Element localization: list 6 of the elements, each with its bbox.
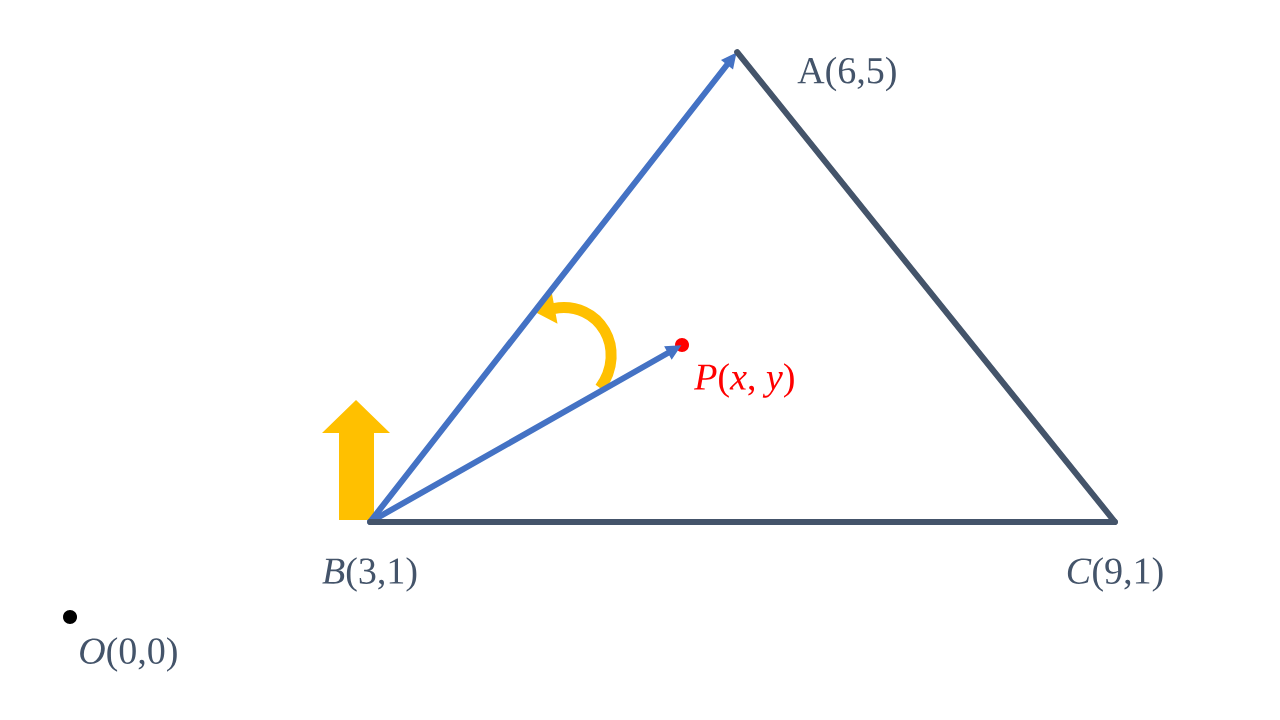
point-label: C(9,1) [1067, 557, 1163, 592]
point-label: B(3,1) [322, 557, 417, 592]
point-label: A(6,5) [797, 56, 896, 92]
point-label: O(0,0) [80, 637, 177, 672]
line [367, 519, 1118, 525]
point-label: P(x, y) [694, 363, 794, 398]
